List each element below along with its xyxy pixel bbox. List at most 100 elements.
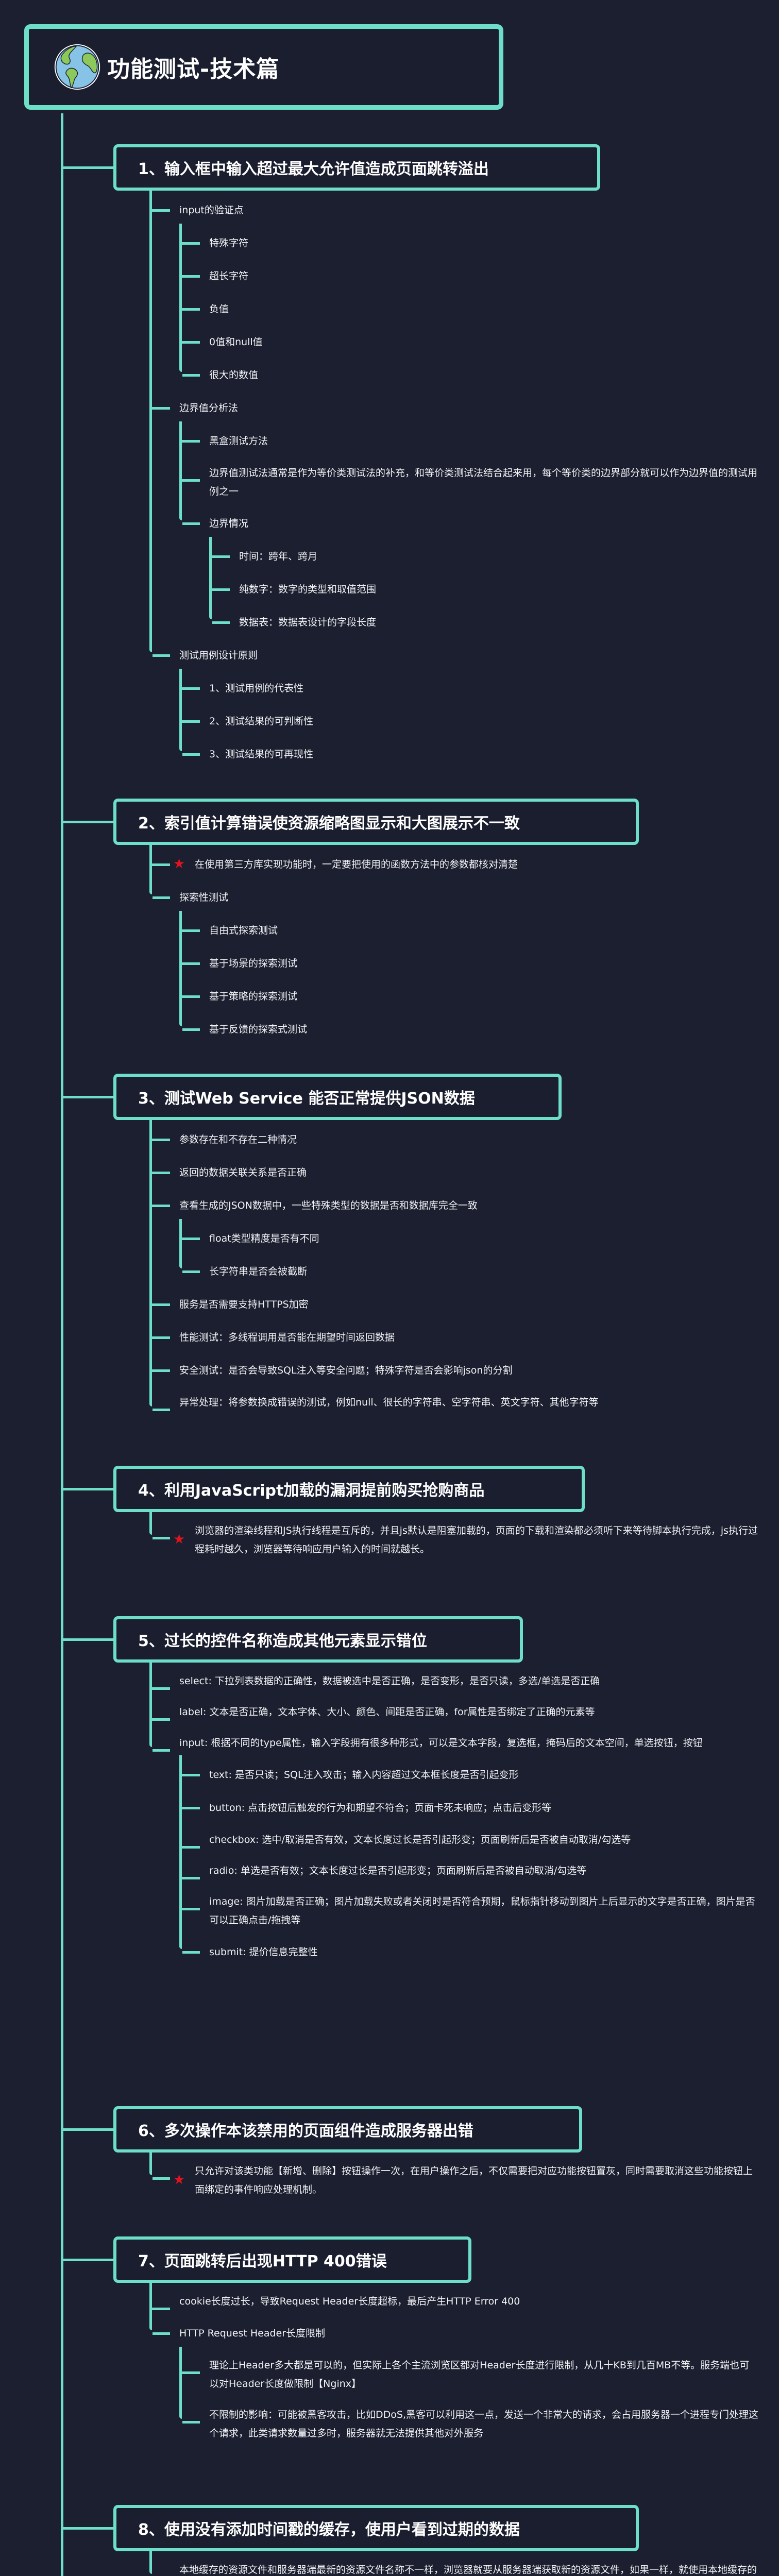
section-title-box[interactable]: 8、使用没有添加时间戳的缓存，使用户看到过期的数据	[113, 2505, 639, 2551]
topic-node[interactable]: 性能测试：多线程调用是否能在期望时间返回数据	[149, 1318, 758, 1354]
topic-node[interactable]: 1、测试用例的代表性	[179, 669, 758, 705]
section-title-box[interactable]: 7、页面跳转后出现HTTP 400错误	[113, 2236, 471, 2283]
topic-node[interactable]: 数据表：数据表设计的字段长度	[209, 603, 758, 639]
topic-node[interactable]: HTTP Request Header长度限制理论上Header多大都是可以的，…	[149, 2314, 758, 2449]
topic-node[interactable]: ★ 只允许对该类功能【新增、删除】按钮操作一次，在用户操作之后，不仅需要把对应功能…	[149, 2153, 758, 2205]
topic-label: 本地缓存的资源文件和服务器端最新的资源文件名称不一样，浏览器就要从服务器端获取新…	[179, 2564, 757, 2575]
topic-node[interactable]: 返回的数据关联关系是否正确	[149, 1153, 758, 1189]
section-title-box[interactable]: 1、输入框中输入超过最大允许值造成页面跳转溢出	[113, 144, 600, 191]
topic-node[interactable]: ★ 浏览器的渲染线程和JS执行线程是互斥的，并且js默认是阻塞加载的，页面的下载和…	[149, 1512, 758, 1565]
topic-label: 自由式探索测试	[209, 925, 278, 936]
topic-label: 只允许对该类功能【新增、删除】按钮操作一次，在用户操作之后，不仅需要把对应功能按…	[195, 2165, 753, 2195]
topic-node[interactable]: 参数存在和不存在二种情况	[149, 1120, 758, 1156]
topic-label: checkbox: 选中/取消是否有效，文本长度过长是否引起形变；页面刷新后是否…	[209, 1834, 631, 1845]
topic-node[interactable]: 边界情况时间：跨年、跨月纯数字：数字的类型和取值范围数据表：数据表设计的字段长度	[179, 504, 758, 639]
topic-label: 边界情况	[209, 518, 249, 529]
topic-label: submit: 提价信息完整性	[209, 1946, 318, 1958]
topic-node[interactable]: 基于场景的探索测试	[179, 944, 758, 980]
topic-label: 服务是否需要支持HTTPS加密	[179, 1299, 309, 1310]
section-connector	[62, 1488, 113, 1490]
topic-label: 基于策略的探索测试	[209, 991, 298, 1002]
topic-node[interactable]: 理论上Header多大都是可以的，但实际上各个主流浏览区都对Header长度进行…	[179, 2347, 758, 2399]
topic-node[interactable]: 纯数字：数字的类型和取值范围	[209, 570, 758, 606]
topic-node[interactable]: 黑盒测试方法	[179, 421, 758, 457]
topic-node[interactable]: button: 点击按钮后触发的行为和期望不符合；页面卡死未响应；点击后变形等	[179, 1788, 758, 1824]
topic-node[interactable]: 边界值测试法通常是作为等价类测试法的补充，和等价类测试法结合起来用，每个等价类的…	[179, 454, 758, 507]
section-title-box[interactable]: 6、多次操作本该禁用的页面组件造成服务器出错	[113, 2106, 582, 2153]
topic-node[interactable]: 不限制的影响：可能被黑客攻击，比如DDoS,黑客可以利用这一点，发送一个非常大的…	[179, 2396, 758, 2449]
topic-node[interactable]: label: 文本是否正确，文本字体、大小、颜色、间距是否正确，for属性是否绑…	[149, 1693, 758, 1727]
star-marker-icon: ★	[173, 1532, 185, 1547]
topic-label: 黑盒测试方法	[209, 435, 268, 447]
topic-label: 边界值测试法通常是作为等价类测试法的补充，和等价类测试法结合起来用，每个等价类的…	[209, 467, 758, 497]
topic-label: 3、测试结果的可再现性	[209, 749, 314, 760]
topic-node[interactable]: 基于策略的探索测试	[179, 977, 758, 1013]
section-children: ★在使用第三方库实现功能时，一定要把使用的函数方法中的参数都核对清楚探索性测试自…	[149, 845, 758, 1046]
topic-node[interactable]: 3、测试结果的可再现性	[179, 735, 758, 771]
branch-list: ★ 只允许对该类功能【新增、删除】按钮操作一次，在用户操作之后，不仅需要把对应功能…	[149, 2153, 758, 2205]
branch-list: 时间：跨年、跨月纯数字：数字的类型和取值范围数据表：数据表设计的字段长度	[209, 537, 758, 639]
topic-label: 在使用第三方库实现功能时，一定要把使用的函数方法中的参数都核对清楚	[195, 859, 518, 870]
branch-list: 黑盒测试方法边界值测试法通常是作为等价类测试法的补充，和等价类测试法结合起来用，…	[179, 421, 758, 639]
branch-list: 特殊字符超长字符负值 0值和null值很大的数值	[179, 224, 758, 392]
topic-node[interactable]: 负值	[179, 290, 758, 326]
topic-node[interactable]: input: 根据不同的type属性，输入字段拥有很多种形式，可以是文本字段，复…	[149, 1724, 758, 1969]
topic-node[interactable]: ★在使用第三方库实现功能时，一定要把使用的函数方法中的参数都核对清楚	[149, 845, 758, 881]
topic-label: 负值	[209, 303, 229, 315]
topic-node[interactable]: submit: 提价信息完整性	[179, 1933, 758, 1969]
topic-node[interactable]: cookie长度过长，导致Request Header长度超标，最后产生HTTP…	[149, 2283, 758, 2317]
topic-label: image: 图片加载是否正确；图片加载失败或者关闭时是否符合预期，鼠标指针移动…	[209, 1896, 755, 1926]
topic-node[interactable]: 自由式探索测试	[179, 911, 758, 947]
topic-label: label: 文本是否正确，文本字体、大小、颜色、间距是否正确，for属性是否绑…	[179, 1706, 595, 1718]
section-title: 8、使用没有添加时间戳的缓存，使用户看到过期的数据	[138, 2521, 520, 2539]
section-children: 本地缓存的资源文件和服务器端最新的资源文件名称不一样，浏览器就要从服务器端获取新…	[149, 2551, 758, 2576]
topic-node[interactable]: 0值和null值	[179, 323, 758, 359]
topic-node[interactable]: 边界值分析法黑盒测试方法边界值测试法通常是作为等价类测试法的补充，和等价类测试法…	[149, 388, 758, 639]
topic-node[interactable]: 基于反馈的探索式测试	[179, 1010, 758, 1046]
topic-node[interactable]: text: 是否只读；SQL注入攻击；输入内容超过文本框长度是否引起变形	[179, 1755, 758, 1791]
section-title-box[interactable]: 2、索引值计算错误使资源缩略图显示和大图展示不一致	[113, 799, 639, 845]
topic-label: 浏览器的渲染线程和JS执行线程是互斥的，并且js默认是阻塞加载的，页面的下载和渲…	[195, 1525, 758, 1555]
topic-node[interactable]: 2、测试结果的可判断性	[179, 702, 758, 738]
topic-label: 很大的数值	[209, 369, 259, 381]
section-connector	[62, 166, 113, 169]
topic-node[interactable]: image: 图片加载是否正确；图片加载失败或者关闭时是否符合预期，鼠标指针移动…	[179, 1883, 758, 1936]
root-node[interactable]: 功能测试-技术篇	[24, 24, 503, 110]
topic-node[interactable]: 安全测试：是否会导致SQL注入等安全问题；特殊字符是否会影响json的分割	[149, 1351, 758, 1387]
topic-label: 数据表：数据表设计的字段长度	[239, 617, 377, 628]
topic-node[interactable]: 特殊字符	[179, 224, 758, 260]
root-title: 功能测试-技术篇	[107, 56, 280, 82]
topic-label: input: 根据不同的type属性，输入字段拥有很多种形式，可以是文本字段，复…	[179, 1737, 703, 1749]
topic-node[interactable]: 服务是否需要支持HTTPS加密	[149, 1285, 758, 1321]
topic-label: 长字符串是否会被截断	[209, 1266, 308, 1277]
branch-list: select: 下拉列表数据的正确性，数据被选中是否正确，是否变形，是否只读，多…	[149, 1663, 758, 1969]
branch-list: text: 是否只读；SQL注入攻击；输入内容超过文本框长度是否引起变形 butt…	[179, 1755, 758, 1969]
branch-list: cookie长度过长，导致Request Header长度超标，最后产生HTTP…	[149, 2283, 758, 2449]
topic-node[interactable]: checkbox: 选中/取消是否有效，文本长度过长是否引起形变；页面刷新后是否…	[179, 1821, 758, 1855]
topic-label: 1、测试用例的代表性	[209, 683, 304, 694]
topic-label: HTTP Request Header长度限制	[179, 2328, 326, 2339]
topic-node[interactable]: select: 下拉列表数据的正确性，数据被选中是否正确，是否变形，是否只读，多…	[149, 1663, 758, 1697]
topic-node[interactable]: 很大的数值	[179, 355, 758, 392]
topic-node[interactable]: 异常处理：将参数换成错误的测试，例如null、很长的字符串、空字符串、英文字符、…	[149, 1384, 758, 1418]
section-title-box[interactable]: 3、测试Web Service 能否正常提供JSON数据	[113, 1074, 562, 1120]
topic-node[interactable]: radio: 单选是否有效；文本长度过长是否引起形变；页面刷新后是否被自动取消/…	[179, 1852, 758, 1886]
topic-node[interactable]: 时间：跨年、跨月	[209, 537, 758, 573]
star-marker-icon: ★	[173, 2172, 185, 2188]
topic-label: button: 点击按钮后触发的行为和期望不符合；页面卡死未响应；点击后变形等	[209, 1802, 552, 1814]
topic-node[interactable]: float类型精度是否有不同	[179, 1219, 758, 1255]
branch-list: ★在使用第三方库实现功能时，一定要把使用的函数方法中的参数都核对清楚探索性测试自…	[149, 845, 758, 1046]
topic-node[interactable]: 本地缓存的资源文件和服务器端最新的资源文件名称不一样，浏览器就要从服务器端获取新…	[149, 2551, 758, 2576]
section-connector	[62, 2259, 113, 2261]
topic-label: 不限制的影响：可能被黑客攻击，比如DDoS,黑客可以利用这一点，发送一个非常大的…	[209, 2409, 758, 2439]
section-title: 4、利用JavaScript加载的漏洞提前购买抢购商品	[138, 1482, 485, 1500]
section-title-box[interactable]: 4、利用JavaScript加载的漏洞提前购买抢购商品	[113, 1466, 585, 1512]
topic-node[interactable]: 探索性测试自由式探索测试基于场景的探索测试基于策略的探索测试基于反馈的探索式测试	[149, 878, 758, 1046]
section-title-box[interactable]: 5、过长的控件名称造成其他元素显示错位	[113, 1616, 523, 1663]
topic-node[interactable]: 超长字符	[179, 257, 758, 293]
topic-node[interactable]: 长字符串是否会被截断	[179, 1252, 758, 1288]
